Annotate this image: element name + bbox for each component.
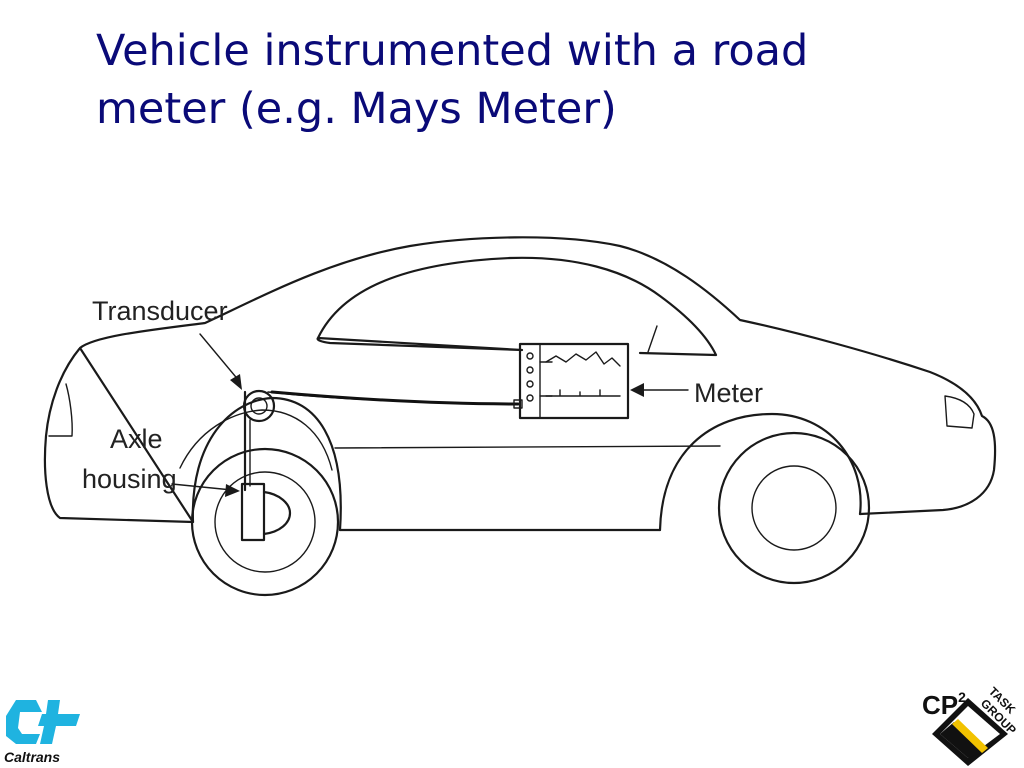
front-lamp <box>944 395 975 429</box>
transducer-arrow-line <box>199 333 241 383</box>
cp2-letters: CP <box>922 690 958 720</box>
signal-cable <box>270 390 520 406</box>
title-line-2: meter (e.g. Mays Meter) <box>96 84 617 134</box>
front-tire <box>717 431 871 585</box>
axle-housing-block <box>240 482 266 542</box>
car-lower-line <box>334 445 721 449</box>
car-body-outline <box>43 236 997 532</box>
cp2-diamond <box>932 698 1008 766</box>
meter-trace-upper <box>545 351 621 367</box>
axle-arrowhead <box>225 484 240 497</box>
label-axle-line1: Axle <box>110 424 163 454</box>
meter-knob-4 <box>526 394 534 402</box>
meter-knob-1 <box>526 352 534 360</box>
caltrans-t-mark <box>38 700 80 744</box>
meter-arrowhead <box>630 383 644 397</box>
rear-lamp <box>48 383 73 437</box>
cp2-mark: CP2 <box>922 689 966 720</box>
car-window <box>316 256 718 357</box>
rear-tire <box>190 447 340 597</box>
front-rim <box>751 465 837 551</box>
title-line-1: Vehicle instrumented with a road <box>96 26 809 76</box>
cp2-superscript: 2 <box>958 689 966 705</box>
slide-title: Vehicle instrumented with a road meter (… <box>96 22 996 138</box>
transducer-arrowhead <box>230 374 242 390</box>
cp2-task-group-logo: CP2 TASK GROUP <box>922 684 1019 766</box>
transducer-core <box>250 397 268 415</box>
meter-knob-3 <box>526 380 534 388</box>
caltrans-c-mark <box>6 700 42 744</box>
label-axle-line2: housing <box>82 464 177 494</box>
transducer-ring <box>242 389 276 423</box>
caltrans-wordmark: Caltrans <box>4 749 60 765</box>
meter-knob-2 <box>526 366 534 374</box>
label-meter: Meter <box>694 378 763 408</box>
axle-arrow-line <box>171 483 233 491</box>
axle-stub <box>262 490 292 536</box>
meter-trace-lower <box>545 389 621 397</box>
car-pillar <box>647 325 658 353</box>
label-transducer: Transducer <box>92 296 228 326</box>
rear-rim <box>214 471 316 573</box>
cable-connector <box>513 399 523 409</box>
front-wheel-arch <box>658 412 862 532</box>
meter-box <box>518 342 630 420</box>
rear-fender-line <box>179 409 333 471</box>
caltrans-logo: Caltrans <box>4 700 80 765</box>
